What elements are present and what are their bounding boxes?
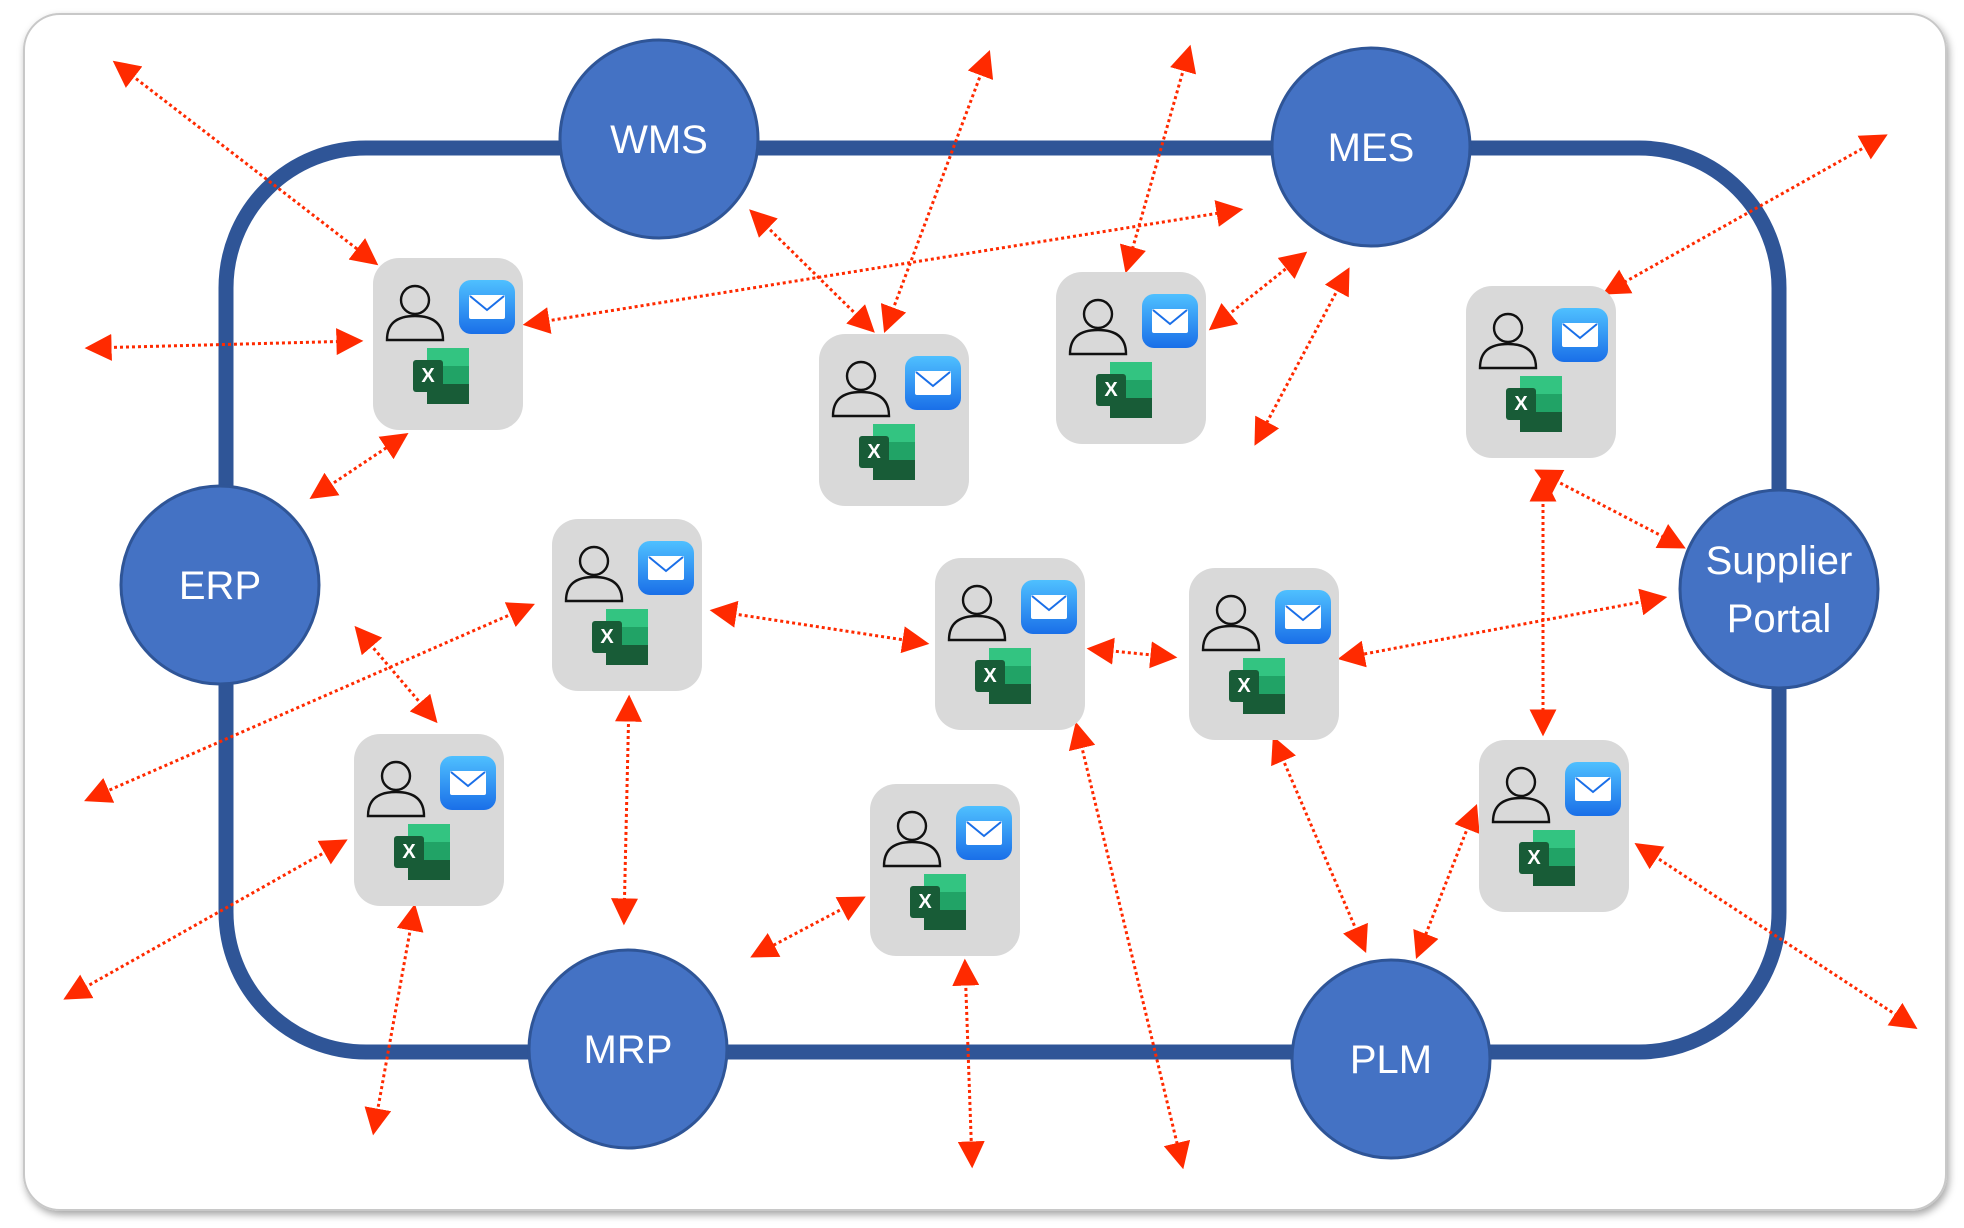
excel-letter: X [1237,675,1251,697]
connections [63,44,1918,1170]
excel-icon: X [1506,376,1562,432]
system-label: WMS [610,118,708,162]
excel-letter: X [600,626,614,648]
connection-arrow [610,694,643,926]
user-workspace-node: X [552,519,702,691]
user-icon [1201,594,1261,652]
excel-letter: X [1527,847,1541,869]
mail-icon [1565,762,1621,816]
excel-icon: X [975,648,1031,704]
user-workspace-node: X [373,258,523,430]
connection-arrow [63,839,348,1000]
user-workspace-node: X [1056,272,1206,444]
connection-arrow [709,600,930,654]
system-label: MES [1328,126,1415,170]
excel-letter: X [867,441,881,463]
mail-icon [638,541,694,595]
user-icon [947,584,1007,642]
system-plm: PLM [1290,958,1492,1160]
user-icon [1478,312,1538,370]
excel-icon: X [859,424,915,480]
system-circle [527,948,729,1150]
user-icon [882,810,942,868]
excel-letter: X [421,365,435,387]
connection-arrow [84,328,364,361]
excel-letter: X [918,891,932,913]
user-workspace-node: X [1189,568,1339,740]
connection-arrow [1534,469,1686,549]
connection-arrow [1602,134,1888,295]
connection-arrow [364,903,424,1136]
system-circle [1678,488,1880,690]
user-workspace-node: X [935,558,1085,730]
user-icon [366,760,426,818]
connection-arrow [1271,736,1368,953]
excel-icon: X [1096,362,1152,418]
connection-arrow [1634,843,1918,1029]
system-mes: MES [1270,46,1472,248]
mail-icon [1021,580,1077,634]
connection-arrow [309,433,409,499]
system-label: ERP [179,564,261,608]
user-nodes: X X X X X X X X X X [354,258,1629,956]
excel-icon: X [413,348,469,404]
connection-arrow [1254,267,1350,446]
user-workspace-node: X [819,334,969,506]
connection-arrow [84,602,535,803]
connection-arrow [112,60,379,266]
excel-letter: X [1104,379,1118,401]
connection-arrow [880,49,994,334]
connection-arrow [1068,721,1191,1170]
user-icon [831,360,891,418]
excel-letter: X [402,841,416,863]
connection-arrow [1208,251,1308,331]
user-icon [385,284,445,342]
connection-arrow [1086,637,1178,669]
connection-arrow [1337,588,1668,668]
excel-letter: X [983,665,997,687]
mail-icon [1275,590,1331,644]
user-workspace-node: X [1466,286,1616,458]
excel-icon: X [394,824,450,880]
system-circle [119,484,321,686]
system-label: PLM [1350,1038,1432,1082]
system-circle [558,38,760,240]
user-icon [1068,298,1128,356]
user-icon [564,545,624,603]
mail-icon [1552,308,1608,362]
mail-icon [956,806,1012,860]
mail-icon [905,356,961,410]
connection-arrow [354,625,438,724]
user-icon [1491,766,1551,824]
system-circle [1270,46,1472,248]
excel-icon: X [910,874,966,930]
system-mrp: MRP [527,948,729,1150]
system-circle [1290,958,1492,1160]
connection-arrow [750,896,866,958]
system-label: Portal [1727,597,1832,641]
connection-arrow [1413,803,1480,960]
connection-arrow [1119,44,1197,274]
system-label: MRP [584,1028,673,1072]
user-workspace-node: X [1479,740,1629,912]
mail-icon [459,280,515,334]
mail-icon [1142,294,1198,348]
excel-icon: X [592,609,648,665]
system-wms: WMS [558,38,760,240]
user-workspace-node: X [354,734,504,906]
user-workspace-node: X [870,784,1020,956]
excel-letter: X [1514,393,1528,415]
system-erp: ERP [119,484,321,686]
system-label: Supplier [1706,539,1853,583]
excel-icon: X [1229,658,1285,714]
excel-icon: X [1519,830,1575,886]
mail-icon [440,756,496,810]
